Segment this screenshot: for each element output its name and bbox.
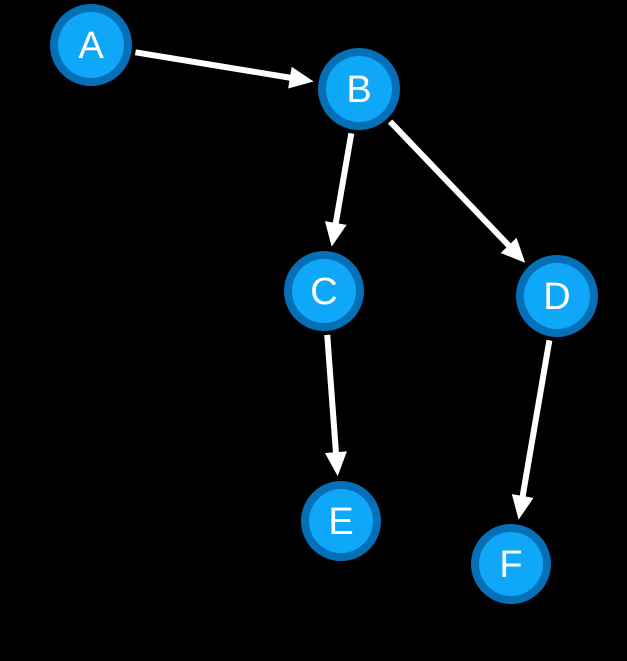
graph-edge-c-e[interactable]	[324, 334, 347, 477]
graph-node-d[interactable]: D	[516, 255, 598, 337]
node-label: C	[310, 271, 337, 313]
node-label: F	[499, 544, 522, 586]
node-core	[58, 12, 124, 78]
node-core	[292, 259, 356, 323]
graph-node-f[interactable]: F	[471, 524, 551, 604]
edge-line	[332, 132, 355, 226]
graph-node-c[interactable]: C	[284, 251, 364, 331]
nodes-layer: A B C D E F	[50, 4, 598, 604]
edges-layer	[134, 49, 553, 520]
edge-line	[324, 334, 340, 455]
edge-line	[387, 119, 513, 249]
arrowhead-icon	[324, 451, 347, 477]
node-label: E	[328, 501, 353, 543]
graph-node-b[interactable]: B	[318, 48, 400, 130]
graph-edge-b-c[interactable]	[324, 132, 355, 247]
graph-node-e[interactable]: E	[301, 481, 381, 561]
node-label: B	[346, 69, 371, 111]
graph-edge-a-b[interactable]	[134, 49, 314, 89]
node-label: D	[543, 276, 570, 318]
node-core	[309, 489, 373, 553]
node-label: A	[78, 25, 104, 67]
arrowhead-icon	[324, 221, 347, 247]
graph-node-a[interactable]: A	[50, 4, 132, 86]
graph-edge-b-d[interactable]	[387, 119, 526, 263]
edge-line	[134, 49, 293, 81]
graph-edge-d-f[interactable]	[511, 339, 553, 520]
node-core	[326, 56, 392, 122]
arrowhead-icon	[500, 237, 526, 263]
edge-line	[519, 339, 553, 499]
arrowhead-icon	[511, 494, 534, 520]
arrowhead-icon	[288, 66, 314, 89]
node-core	[479, 532, 543, 596]
node-core	[524, 263, 590, 329]
